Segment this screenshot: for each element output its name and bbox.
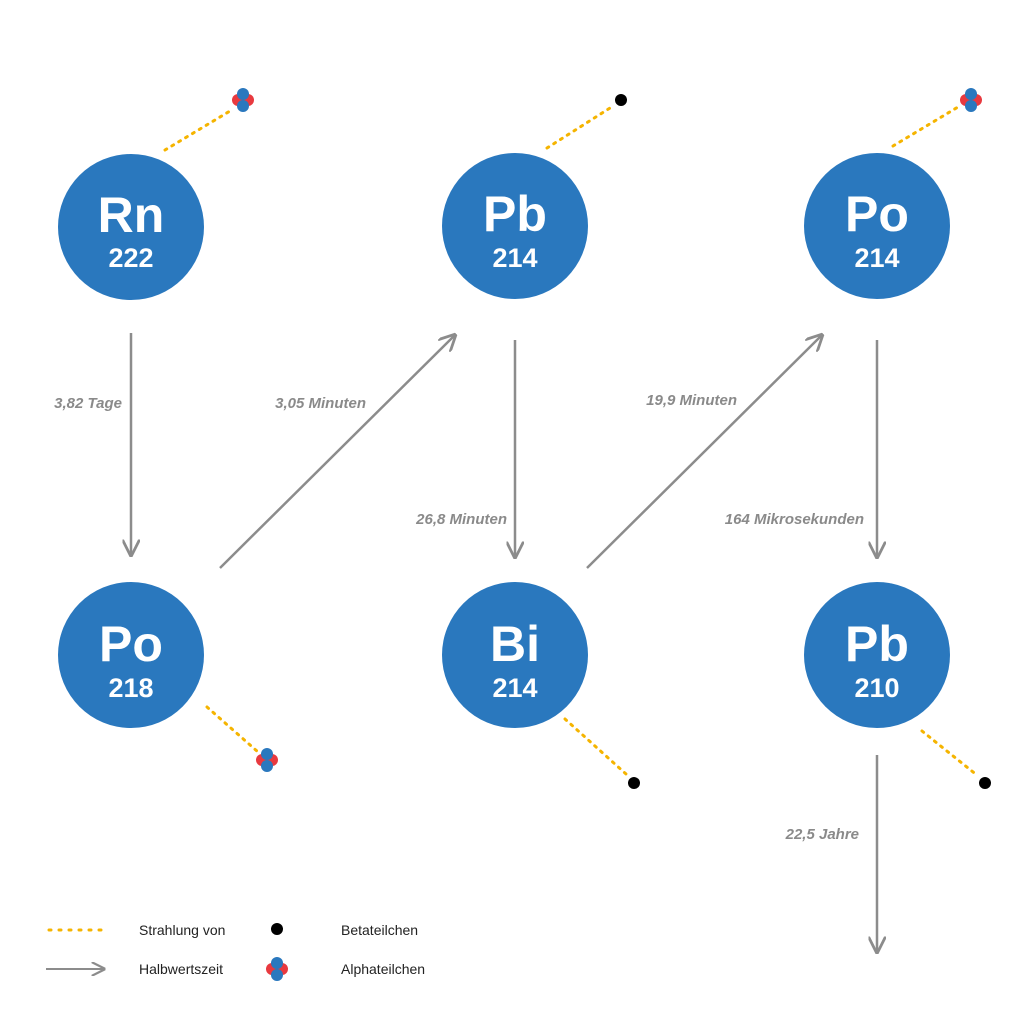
halflife-labels: 3,82 Tage 3,05 Minuten 26,8 Minuten 19,9… [54, 392, 864, 843]
element-symbol: Pb [483, 186, 547, 242]
radiation-line-po214 [891, 105, 960, 148]
nuclide-node-po218: Po 218 [58, 582, 204, 728]
halflife-arrows [131, 333, 877, 952]
mass-number: 214 [492, 673, 537, 703]
nuclide-circle [58, 582, 204, 728]
nuclide-circle [442, 153, 588, 299]
mass-number: 210 [854, 673, 899, 703]
nuclide-node-rn222: Rn 222 [58, 154, 204, 300]
element-symbol: Bi [490, 616, 540, 672]
element-symbol: Pb [845, 616, 909, 672]
nuclide-node-bi214: Bi 214 [442, 582, 588, 728]
legend-alpha-label: Alphateilchen [341, 961, 425, 977]
element-symbol: Rn [98, 187, 165, 243]
legend-radiation-label: Strahlung von [139, 922, 225, 938]
mass-number: 214 [492, 243, 537, 273]
radiation-line-po218 [205, 705, 260, 754]
alpha-particle-icon [256, 748, 278, 772]
nuclide-node-pb210: Pb 210 [804, 582, 950, 728]
halflife-label-po214: 164 Mikrosekunden [725, 511, 864, 528]
arrow-po218-pb214 [219, 335, 455, 569]
radiation-line-pb214 [545, 106, 612, 150]
legend-beta-label: Betateilchen [341, 922, 418, 938]
alpha-particle-icon [960, 88, 982, 112]
radiation-line-rn222 [163, 109, 232, 152]
halflife-label-bi214: 19,9 Minuten [646, 392, 737, 409]
nuclide-circle [442, 582, 588, 728]
radiation-line-pb210 [920, 729, 980, 778]
legend-alpha-icon [266, 957, 288, 981]
legend-halflife-label: Halbwertszeit [139, 961, 223, 977]
mass-number: 222 [108, 243, 153, 273]
nuclide-circle [804, 153, 950, 299]
nuclide-circle [58, 154, 204, 300]
beta-particle-icon [628, 777, 640, 789]
legend-beta-icon [271, 923, 283, 935]
element-symbol: Po [845, 186, 909, 242]
legend: Strahlung von Betateilchen Halbwertszeit… [46, 922, 425, 981]
radiation-line-bi214 [563, 717, 628, 776]
halflife-label-rn222: 3,82 Tage [54, 395, 122, 412]
arrow-bi214-po214 [586, 335, 822, 569]
nuclide-node-pb214: Pb 214 [442, 153, 588, 299]
alpha-particle-icon [232, 88, 254, 112]
halflife-label-pb210: 22,5 Jahre [785, 826, 859, 843]
beta-particle-icon [615, 94, 627, 106]
element-symbol: Po [99, 616, 163, 672]
beta-particle-icon [979, 777, 991, 789]
nuclide-circle [804, 582, 950, 728]
radiation-lines [163, 105, 980, 778]
nuclide-node-po214: Po 214 [804, 153, 950, 299]
halflife-label-pb214: 26,8 Minuten [415, 511, 507, 528]
mass-number: 214 [854, 243, 899, 273]
mass-number: 218 [108, 673, 153, 703]
halflife-label-po218: 3,05 Minuten [275, 395, 366, 412]
